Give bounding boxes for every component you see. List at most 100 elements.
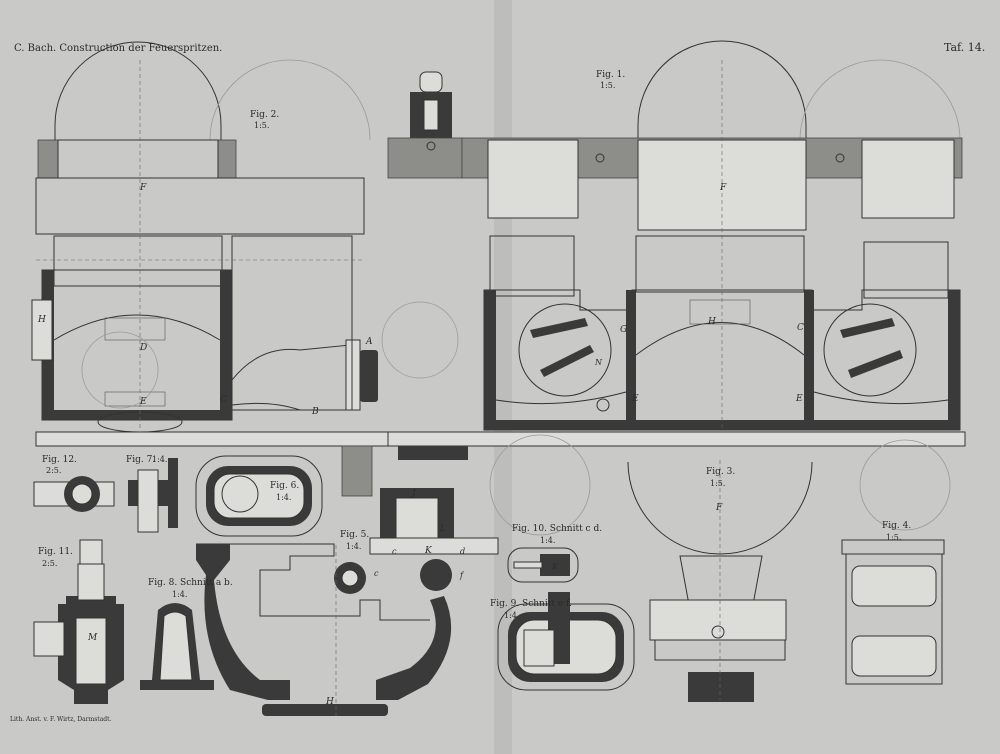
- fig6-inner: [213, 473, 305, 519]
- valve-chamber-right: [823, 303, 917, 397]
- fig7-scale: 1:4.: [152, 455, 167, 464]
- fig2-title: Fig. 2.: [250, 110, 279, 120]
- drain-plug: [596, 398, 610, 412]
- figure-7: Fig. 7. 1:4.: [126, 455, 178, 533]
- pump-wall-right: [220, 270, 232, 420]
- fig12-bore: [71, 483, 93, 505]
- figure-6: Fig. 6. 1:4.: [195, 455, 323, 537]
- fig7-stem: [137, 469, 159, 533]
- label-J: J: [410, 489, 417, 499]
- label-N: N: [594, 358, 603, 367]
- fig8-scale: 1:4.: [172, 590, 187, 599]
- label-f: f: [459, 571, 465, 580]
- label-E-mid: E: [631, 394, 639, 404]
- fig6-cylinder: [221, 475, 259, 513]
- figure-5: Fig. 5. 1:4. J L K c d f c H: [196, 488, 499, 716]
- ghost-dome: [209, 59, 371, 141]
- label-K-fig5: K: [424, 546, 433, 556]
- plate-title: C. Bach. Construction der Feuerspritzen.: [14, 43, 222, 54]
- beam-end-right: [217, 139, 237, 179]
- fig4-body: [845, 553, 943, 685]
- side-chamber: [231, 235, 353, 411]
- valve-arch: [53, 314, 221, 341]
- bolt-left: [595, 153, 605, 163]
- divider-left-fig1: [626, 290, 636, 430]
- beam-end-left: [37, 139, 59, 179]
- fig10-outline: [507, 547, 579, 583]
- label-L: L: [439, 524, 446, 534]
- flap-valve-left-a: [530, 318, 588, 338]
- figure-9: Fig. 9. Schnitt e f. 1:4.: [490, 592, 635, 691]
- label-K-fig10: K: [551, 562, 559, 571]
- wall-right-fig1: [948, 290, 960, 430]
- fig11-top: [79, 539, 103, 565]
- top-valve: [387, 71, 463, 179]
- label-B: B: [311, 407, 319, 417]
- fig8-bore: [159, 611, 193, 681]
- valve-port-right: [689, 299, 751, 325]
- fig12-scale: 2:5.: [46, 466, 61, 475]
- plate-number: Taf. 14.: [944, 41, 985, 54]
- side-flange: [31, 299, 53, 361]
- figure-12: Fig. 12. 2:5.: [33, 455, 115, 512]
- fig2-scale: 1:5.: [254, 121, 269, 130]
- valve-arch-right: [635, 322, 805, 356]
- cylinder-cap-right: [861, 139, 955, 219]
- flap-valve-left-b: [540, 345, 594, 377]
- fig4-port-upper: [851, 565, 937, 607]
- fig6-scale: 1:4.: [276, 493, 291, 502]
- air-vessel-dome-right: [637, 40, 807, 140]
- upper-casing: [35, 177, 365, 235]
- channel-left: [495, 391, 627, 405]
- base-foot: [398, 446, 468, 460]
- label-F-left: F: [139, 183, 147, 193]
- fig5-right-casting: [376, 596, 452, 700]
- fig5-cylinder-bore: [395, 497, 439, 543]
- label-E-right: E: [795, 394, 803, 404]
- figure-8: Fig. 8. Schnitt a b. 1:4.: [140, 578, 233, 690]
- printer-credit: Lith. Anst. v. F. Wirtz, Darmstadt.: [10, 716, 112, 723]
- fig1-scale: 1:5.: [600, 81, 615, 90]
- label-E-left: E: [139, 397, 147, 407]
- fig3-scale: 1:5.: [710, 479, 725, 488]
- fig5-rack: [369, 537, 499, 555]
- label-D: D: [139, 343, 147, 353]
- fig6-title: Fig. 6.: [270, 481, 299, 491]
- label-H-fig5: H: [325, 697, 334, 707]
- fig5-left-casting: [196, 544, 290, 700]
- figure-4: Fig. 4. 1:5.: [841, 521, 945, 685]
- fig4-port-lower: [851, 635, 937, 677]
- fig11-scale: 2:5.: [42, 559, 57, 568]
- ghost-wheel-left: [489, 434, 591, 536]
- cylinder-centre: [635, 235, 805, 293]
- label-C-right: C: [797, 323, 804, 333]
- wood-block: [341, 445, 373, 497]
- figure-11: Fig. 11. 2:5. M: [33, 539, 124, 704]
- lower-port: [104, 391, 166, 407]
- fig5-scale: 1:4.: [346, 542, 361, 551]
- fig11-branch: [33, 621, 65, 657]
- label-G: G: [620, 325, 627, 335]
- figure-3: Fig. 3. 1:5. F: [489, 434, 951, 702]
- fig10-title: Fig. 10. Schnitt c d.: [512, 524, 602, 534]
- valve-pin: [426, 141, 436, 151]
- label-c2: c: [374, 569, 379, 578]
- label-c: c: [392, 547, 397, 556]
- cylinder-left: [489, 235, 575, 297]
- label-A: A: [365, 337, 373, 347]
- flap-valve-right-a: [840, 318, 895, 338]
- fig7-flange: [168, 458, 178, 528]
- fig6-outline: [195, 455, 323, 537]
- fig8-title: Fig. 8. Schnitt a b.: [148, 578, 233, 588]
- valve-cap: [419, 71, 443, 93]
- ghost-wheel-right: [859, 439, 951, 531]
- label-d: d: [460, 547, 465, 556]
- pump-floor: [42, 410, 232, 420]
- label-F-right: F: [719, 183, 727, 193]
- fig11-neck: [77, 563, 105, 601]
- fig5-base: [262, 704, 388, 716]
- label-H-left: H: [37, 315, 46, 325]
- fig4-title: Fig. 4.: [882, 521, 911, 531]
- label-C-left: C: [220, 395, 227, 405]
